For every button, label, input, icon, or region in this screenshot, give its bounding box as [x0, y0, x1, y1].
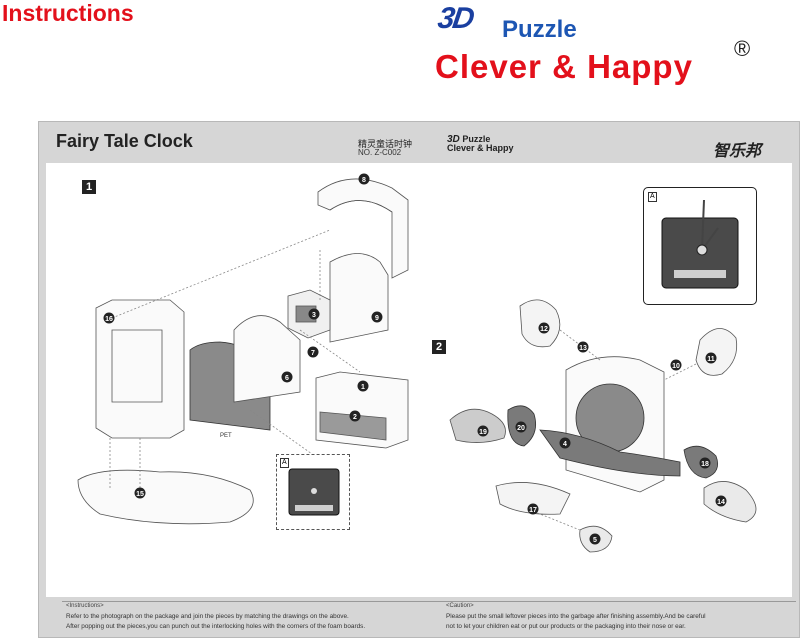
- mini-logo-puzzle: Puzzle: [462, 134, 491, 144]
- step-1-badge: 1: [82, 180, 96, 194]
- instructions-line: After popping out the pieces,you can pun…: [66, 623, 366, 630]
- part-number: 14: [717, 499, 725, 506]
- part-number: 11: [707, 356, 715, 363]
- part-number: 20: [517, 425, 525, 432]
- inset-label: A: [280, 458, 289, 468]
- fairy-left: [519, 299, 561, 348]
- part-number-markers: 8 16 3 9 7 6 1 2 15 12 13 10 11 4 19 20 …: [103, 173, 727, 545]
- cloud-right: [703, 481, 757, 523]
- brand-logo: 3D Puzzle Clever & Happy ®: [432, 2, 762, 94]
- part-number: 9: [375, 315, 379, 322]
- part-number: 7: [311, 350, 315, 357]
- instructions-heading: <Instructions>: [66, 603, 104, 609]
- sheet-chinese-title: 精灵童话时钟: [358, 140, 413, 150]
- logo-brand-text: Clever & Happy: [435, 48, 693, 85]
- pet-label: PET: [220, 433, 232, 439]
- caution-line: not to let your children eat or put our …: [446, 623, 686, 630]
- logo-puzzle-text: Puzzle: [502, 16, 577, 43]
- part-number: 10: [672, 363, 680, 370]
- clock-mechanism-inset: A: [276, 454, 350, 530]
- fairy-right: [695, 328, 738, 376]
- part-number: 5: [593, 537, 597, 544]
- part-number: 19: [479, 429, 487, 436]
- inset-label: A: [648, 192, 657, 202]
- page-title: Instructions: [2, 0, 134, 26]
- ground-bar: [539, 429, 681, 477]
- caution-line: Please put the small leftover pieces int…: [446, 613, 706, 620]
- part-number: 16: [105, 316, 113, 323]
- mini-logo-brand: Clever & Happy: [447, 143, 514, 153]
- back-panel: [329, 253, 389, 343]
- mini-brand-logo: 3D Puzzle Clever & Happy: [447, 135, 514, 153]
- part-number: 1: [361, 384, 365, 391]
- chinese-brand-logo: 智乐邦: [713, 141, 762, 160]
- part-number: 18: [701, 461, 709, 468]
- part-number: 6: [285, 375, 289, 382]
- registered-mark: ®: [734, 36, 751, 61]
- part-number: 12: [540, 326, 548, 333]
- part-number: 4: [563, 441, 567, 448]
- product-number: NO. Z-C002: [358, 148, 402, 157]
- part-number: 8: [362, 177, 366, 184]
- caution-heading: <Caution>: [446, 603, 474, 609]
- footer-divider: [62, 601, 796, 602]
- part-number: 17: [529, 507, 537, 514]
- mini-logo-3d: 3D: [447, 134, 460, 145]
- part-number: 13: [579, 345, 587, 352]
- clock-movement-inset: A: [643, 187, 757, 305]
- part-number: 3: [312, 312, 316, 319]
- clock-movement-icon: [661, 199, 739, 289]
- part-number: 15: [136, 491, 144, 498]
- sheet-title: Fairy Tale Clock: [56, 131, 193, 151]
- clock-mechanism-icon: [288, 468, 340, 516]
- part-number: 2: [353, 414, 357, 421]
- ground-piece: [495, 482, 571, 515]
- platform: [77, 469, 254, 525]
- instructions-line: Refer to the photograph on the package a…: [66, 613, 349, 620]
- step-2-badge: 2: [432, 340, 446, 354]
- cloud-left: [449, 408, 506, 443]
